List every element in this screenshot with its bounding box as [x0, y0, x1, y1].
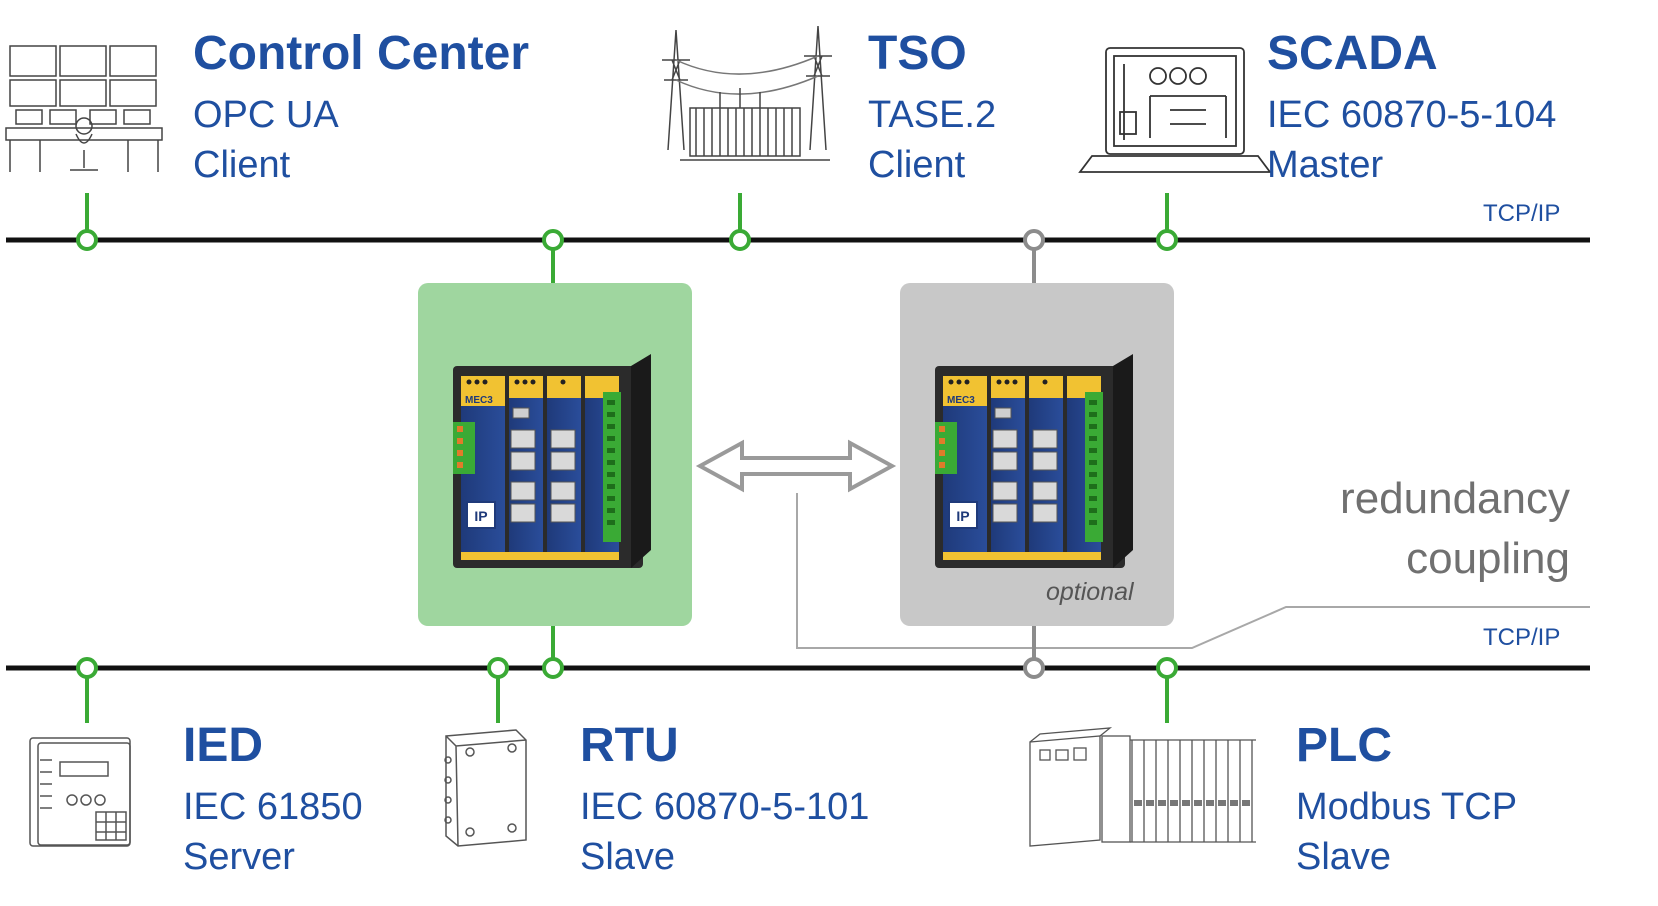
scada-role: Master	[1267, 144, 1384, 186]
control-center-role: Client	[193, 144, 291, 186]
module-label: MEC3	[465, 395, 493, 406]
ied-connector	[76, 657, 98, 679]
redundancy-double-arrow	[695, 439, 897, 493]
redundancy-label-line1: redundancy	[1340, 474, 1570, 523]
upper-bus-label: TCP/IP	[1483, 200, 1561, 227]
ied-role: Server	[183, 836, 295, 878]
primary-gateway-device-icon: IP MEC3	[453, 354, 651, 568]
svg-text:IP: IP	[474, 508, 487, 524]
scada-connector	[1156, 229, 1178, 251]
scada-protocol: IEC 60870-5-104	[1267, 94, 1557, 136]
plc-protocol: Modbus TCP	[1296, 786, 1518, 828]
rtu-box-icon	[444, 729, 527, 847]
plc-rack-icon	[1029, 727, 1256, 847]
secondary-gateway-lower-connector	[1023, 657, 1045, 679]
tso-title: TSO	[868, 27, 967, 80]
primary-gateway-lower-connector	[542, 657, 564, 679]
primary-gateway-upper-connector	[542, 229, 564, 251]
control-center-connector	[76, 229, 98, 251]
rtu-connector	[487, 657, 509, 679]
svg-text:IP: IP	[956, 508, 969, 524]
secondary-gateway-upper-connector	[1023, 229, 1045, 251]
rtu-protocol: IEC 60870-5-101	[580, 786, 870, 828]
redundancy-label-line2: coupling	[1406, 534, 1570, 583]
control-center-protocol: OPC UA	[193, 94, 339, 136]
upper-connector-nodes	[76, 229, 1178, 307]
rtu-role: Slave	[580, 836, 676, 878]
scada-title: SCADA	[1267, 27, 1438, 80]
module-label: MEC3	[947, 395, 975, 406]
plc-role: Slave	[1296, 836, 1392, 878]
control-center-title: Control Center	[193, 27, 529, 80]
ied-protocol: IEC 61850	[183, 786, 363, 828]
rtu-title: RTU	[580, 719, 679, 772]
protection-relay-icon	[29, 737, 131, 847]
tso-connector	[729, 229, 751, 251]
tso-protocol: TASE.2	[868, 94, 997, 136]
ied-title: IED	[183, 719, 264, 772]
laptop-scada-icon	[1078, 47, 1272, 173]
plc-connector	[1156, 657, 1178, 679]
tso-role: Client	[868, 144, 966, 186]
optional-note: optional	[1046, 578, 1134, 606]
lower-bus-label: TCP/IP	[1483, 624, 1561, 651]
control-room-icon	[5, 45, 163, 172]
substation-pylon-icon	[662, 25, 832, 161]
redundancy-coupling-line	[796, 493, 1590, 649]
lower-connector-nodes	[76, 657, 1178, 679]
secondary-gateway-device-icon: IP MEC3	[935, 354, 1133, 568]
plc-title: PLC	[1296, 719, 1392, 772]
